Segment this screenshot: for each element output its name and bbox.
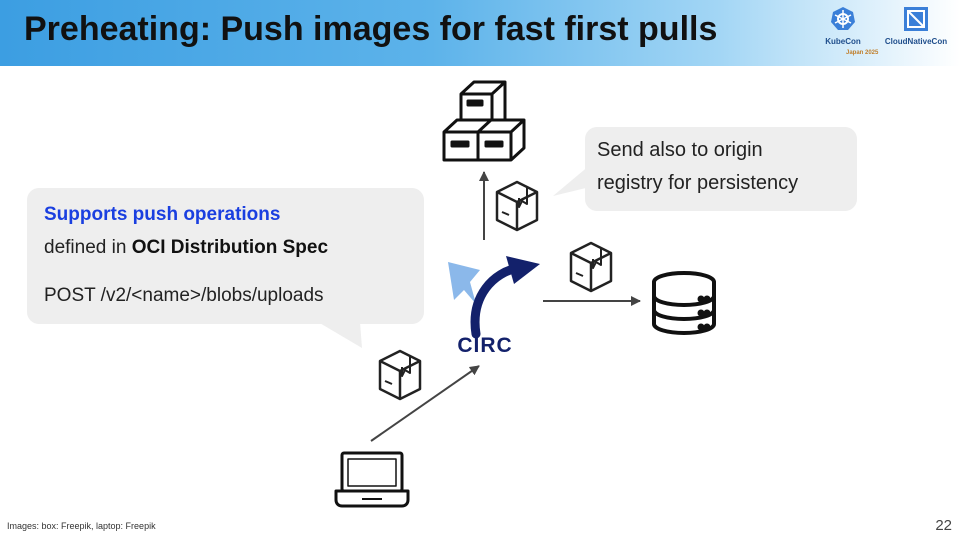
kubernetes-wheel-icon xyxy=(831,7,855,30)
kubecon-logo: KubeCon xyxy=(818,6,868,46)
package-icon-upper xyxy=(495,180,539,232)
laptop-icon xyxy=(334,451,410,508)
callout-right-tail xyxy=(553,165,590,196)
callout-left-bubble xyxy=(27,188,424,324)
callout-left-line2: defined in OCI Distribution Spec xyxy=(44,237,328,259)
cloudnativecon-logo: CloudNativeCon xyxy=(880,6,952,46)
database-icon xyxy=(652,271,716,335)
slide-title: Preheating: Push images for fast first p… xyxy=(24,10,718,48)
title-bar: Preheating: Push images for fast first p… xyxy=(0,0,960,66)
callout-left-tail xyxy=(318,322,362,348)
boxes-stack-icon xyxy=(442,80,526,162)
circ-logo-text: CIRC xyxy=(457,334,512,357)
callout-right-bubble xyxy=(585,127,857,211)
defined-in-text: defined in xyxy=(44,237,132,258)
oci-spec-highlight: OCI Distribution Spec xyxy=(131,237,329,258)
arrow-from-laptop xyxy=(370,365,480,442)
api-endpoint: POST /v2/<name>/blobs/uploads xyxy=(44,285,324,306)
push-operations-highlight: Supports push operations xyxy=(44,204,281,225)
event-date: Japan 2025 xyxy=(846,50,879,56)
kubecon-label: KubeCon xyxy=(825,37,861,46)
callout-right-line2: registry for persistency xyxy=(597,172,799,194)
circ-logo-icon xyxy=(448,256,540,339)
callout-left-line1: Supports push operations xyxy=(44,204,280,226)
cloudnativecon-label: CloudNativeCon xyxy=(884,37,948,46)
callout-right-line1: Send also to origin xyxy=(597,139,763,161)
cncf-square-icon xyxy=(904,7,928,31)
package-icon-lower xyxy=(378,349,422,401)
image-credits: Images: box: Freepik, laptop: Freepik xyxy=(7,521,156,531)
slide-number: 22 xyxy=(935,517,952,534)
package-icon-right xyxy=(569,241,613,293)
